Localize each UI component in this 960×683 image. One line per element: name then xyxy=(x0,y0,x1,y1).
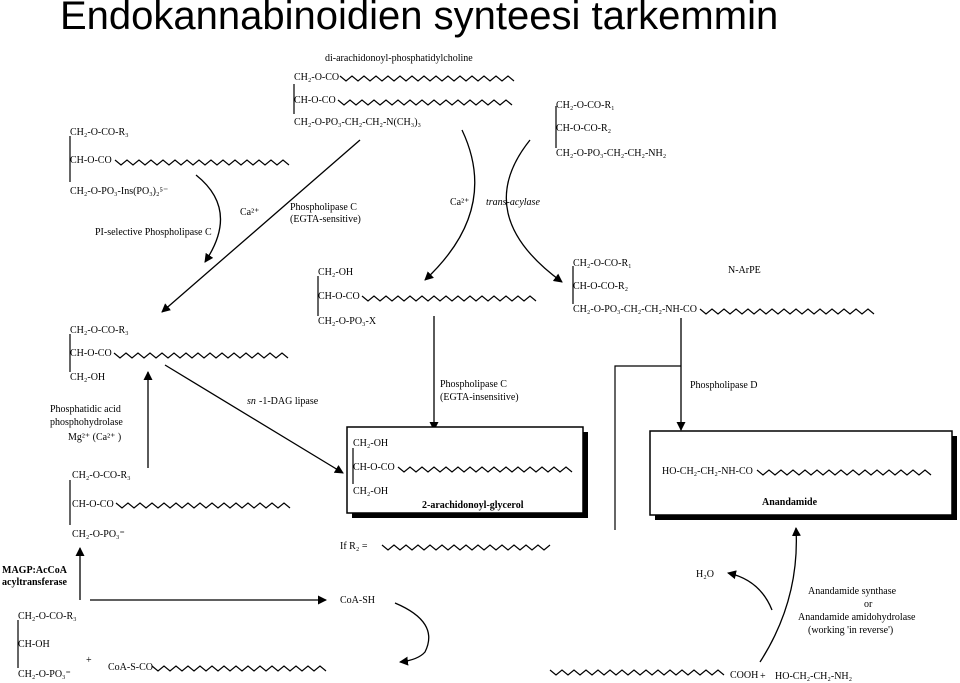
ca2-label-1: Ca²⁺ xyxy=(240,207,259,218)
pap-label-3: Mg²⁺ (Ca²⁺ ) xyxy=(68,432,121,443)
plc-egta-sens-label-1: Phospholipase C xyxy=(290,202,357,213)
dag-line2: CH-O-CO xyxy=(70,348,112,359)
pe-line3: CH₂-O-PO₃-CH₂-CH₂-NH₂ xyxy=(556,148,666,159)
two-ag-line3: CH₂-OH xyxy=(353,486,388,497)
plc-egta-sens-label-2: (EGTA-sensitive) xyxy=(290,214,361,225)
synthase-label-3: Anandamide amidohydrolase xyxy=(798,612,916,623)
dag-chain xyxy=(113,352,289,359)
pap-label-2: phosphohydrolase xyxy=(50,417,123,428)
arrow-to-anandamide xyxy=(759,527,801,663)
slide-title: Endokannabinoidien synteesi tarkemmin xyxy=(60,0,779,38)
dag-line3: CH₂-OH xyxy=(70,372,105,383)
two-ag-line2: CH-O-CO xyxy=(353,462,395,473)
pap-label-1: Phosphatidic acid xyxy=(50,404,121,415)
r2-chain xyxy=(381,544,551,551)
trans-acylase-label: trans-acylase xyxy=(486,197,540,208)
lpa-line1: CH₂-O-CO-R₃ xyxy=(72,470,131,481)
arachidonic-chain xyxy=(549,669,725,676)
synthase-label-1: Anandamide synthase xyxy=(808,586,897,597)
plus-sign-1: + xyxy=(86,655,92,666)
narpe-chain xyxy=(699,308,875,315)
anandamide-formula: HO-CH₂-CH₂-NH-CO xyxy=(662,466,753,477)
arrow-dag-to-2ag xyxy=(164,364,344,474)
pc-name: di-arachidonoyl-phosphatidylcholine xyxy=(325,53,473,64)
pld-side-line xyxy=(614,365,681,530)
h2o-label: H₂O xyxy=(696,569,714,580)
lyso-line2: CH-O-CO xyxy=(318,291,360,302)
pc-line1: CH₂-O-CO xyxy=(294,72,339,83)
arrow-pi-curve xyxy=(195,174,222,263)
pe-line2: CH-O-CO-R₂ xyxy=(556,123,611,134)
lpa-line3: CH₂-O-PO₃⁼ xyxy=(72,529,125,540)
anandamide-chain xyxy=(756,469,932,476)
lyso-line1: CH₂-OH xyxy=(318,267,353,278)
synthase-label-2: or xyxy=(864,599,873,610)
pi-plc-label: PI-selective Phospholipase C xyxy=(95,227,212,238)
lpa-line2: CH-O-CO xyxy=(72,499,114,510)
narpe-name: N-ArPE xyxy=(728,265,761,276)
acyl-coa-chain xyxy=(151,665,327,672)
pi-chain xyxy=(114,159,290,166)
pld-label: Phospholipase D xyxy=(690,380,758,391)
plc-egta-insens-label-1: Phospholipase C xyxy=(440,379,507,390)
lyso-chain xyxy=(361,295,537,302)
two-ag-chain xyxy=(397,466,573,473)
arrow-coa-recycle xyxy=(394,602,430,666)
two-ag-name: 2-arachidonoyl-glycerol xyxy=(422,500,524,511)
arrow-pc-to-dag xyxy=(161,139,361,313)
dag-lipase-prefix: sn xyxy=(247,396,256,407)
pc-chain-1 xyxy=(339,75,515,82)
plus-sign-2: + xyxy=(760,671,766,682)
magp-label-2: acyltransferase xyxy=(2,577,68,588)
pc-line3: CH₂-O-PO₃-CH₂-CH₂-N(CH₃)₃ xyxy=(294,117,421,128)
lyso-line3: CH₂-O-PO₃-X xyxy=(318,316,377,327)
acyl-coa-label: CoA-S-CO xyxy=(108,662,153,673)
if-r2-label: If R₂ = xyxy=(340,541,368,552)
pi-line2: CH-O-CO xyxy=(70,155,112,166)
two-ag-box xyxy=(346,426,584,514)
narpe-line3: CH₂-O-PO₃-CH₂-CH₂-NH-CO xyxy=(573,304,697,315)
anandamide-box xyxy=(649,430,953,516)
pe-line1: CH₂-O-CO-R₁ xyxy=(556,100,615,111)
plc-egta-insens-label-2: (EGTA-insensitive) xyxy=(440,392,519,403)
coa-sh-label: CoA-SH xyxy=(340,595,375,606)
narpe-line2: CH-O-CO-R₂ xyxy=(573,281,628,292)
arrow-to-h2o xyxy=(727,570,773,611)
two-ag-line1: CH₂-OH xyxy=(353,438,388,449)
magp-line2: CH-OH xyxy=(18,639,50,650)
magp-label-1: MAGP:AcCoA xyxy=(2,565,68,576)
pc-line2: CH-O-CO xyxy=(294,95,336,106)
ethanolamine-label: HO-CH₂-CH₂-NH₂ xyxy=(775,671,852,682)
dag-line1: CH₂-O-CO-R₃ xyxy=(70,325,129,336)
pi-line3: CH₂-O-PO₃-Ins(PO₃)₂⁵⁻ xyxy=(70,186,168,197)
dag-lipase-label: -1-DAG lipase xyxy=(259,396,319,407)
pc-chain-2 xyxy=(337,99,513,106)
lpa-chain xyxy=(115,502,291,509)
ca2-label-2: Ca²⁺ xyxy=(450,197,469,208)
magp-line1: CH₂-O-CO-R₃ xyxy=(18,611,77,622)
arrow-pe-to-narpe xyxy=(505,139,563,283)
arrow-pc-to-lyso xyxy=(424,129,476,281)
synthase-label-4: (working 'in reverse') xyxy=(808,625,893,636)
narpe-line1: CH₂-O-CO-R₁ xyxy=(573,258,632,269)
magp-line3: CH₂-O-PO₃⁼ xyxy=(18,669,71,680)
anandamide-name: Anandamide xyxy=(762,497,818,508)
pi-line1: CH₂-O-CO-R₃ xyxy=(70,127,129,138)
cooh-label: COOH xyxy=(730,670,758,681)
